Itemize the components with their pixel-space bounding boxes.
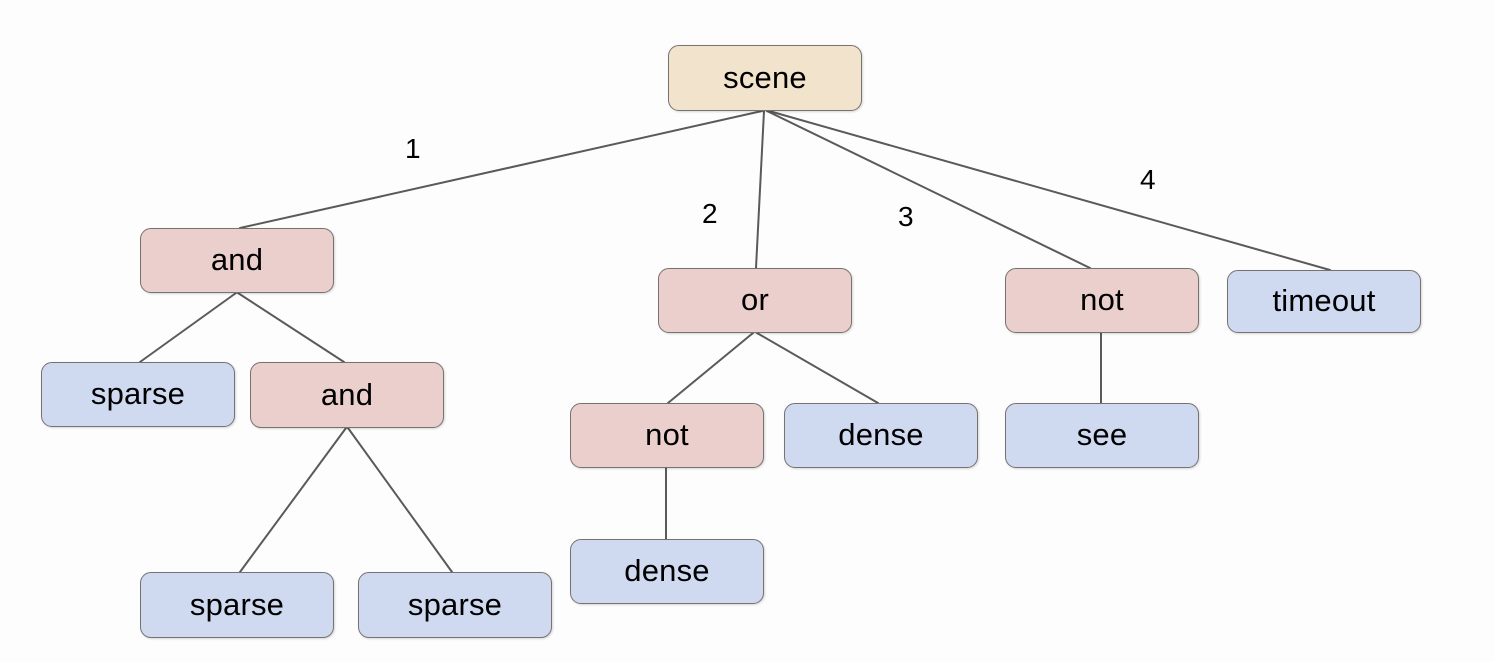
tree-edge — [755, 110, 765, 269]
tree-node-label: or — [741, 282, 769, 317]
tree-node-sparse1[interactable]: sparse — [41, 362, 235, 427]
tree-edge — [139, 292, 237, 363]
tree-node-and2[interactable]: and — [250, 362, 444, 428]
tree-edge — [667, 332, 754, 404]
tree-edge — [239, 110, 763, 229]
tree-node-see1[interactable]: see — [1005, 403, 1199, 468]
tree-edge — [347, 427, 453, 573]
tree-node-and1[interactable]: and — [140, 228, 334, 293]
tree-node-label: and — [320, 376, 374, 412]
tree-edge — [237, 292, 345, 363]
tree-node-sparse2[interactable]: sparse — [140, 572, 334, 638]
tree-node-not2[interactable]: not — [570, 403, 764, 468]
tree-node-label: sparse — [189, 586, 285, 622]
edge-order-label: 4 — [1140, 164, 1156, 195]
tree-node-label: sparse — [90, 376, 186, 411]
tree-node-label: dense — [838, 417, 924, 452]
tree-edge — [768, 110, 1331, 271]
edge-order-label: 2 — [702, 198, 718, 229]
tree-node-sparse3[interactable]: sparse — [358, 572, 552, 638]
tree-node-label: see — [1076, 417, 1128, 452]
tree-edge — [756, 332, 879, 404]
tree-node-label: scene — [723, 59, 807, 95]
tree-node-scene[interactable]: scene — [668, 45, 862, 111]
edge-order-label: 3 — [898, 201, 914, 232]
tree-node-label: and — [210, 242, 264, 277]
tree-node-label: timeout — [1272, 283, 1376, 318]
tree-node-dense2[interactable]: dense — [570, 539, 764, 604]
tree-node-label: not — [1080, 282, 1124, 317]
tree-node-label: dense — [624, 553, 710, 588]
tree-node-timeout1[interactable]: timeout — [1227, 270, 1421, 333]
tree-node-label: not — [645, 417, 689, 452]
tree-edge — [766, 110, 1091, 269]
tree-node-not1[interactable]: not — [1005, 268, 1199, 333]
tree-node-label: sparse — [407, 586, 503, 622]
tree-node-or1[interactable]: or — [658, 268, 852, 333]
tree-node-dense1[interactable]: dense — [784, 403, 978, 468]
edge-order-label: 1 — [405, 133, 421, 164]
tree-edge — [239, 427, 347, 573]
